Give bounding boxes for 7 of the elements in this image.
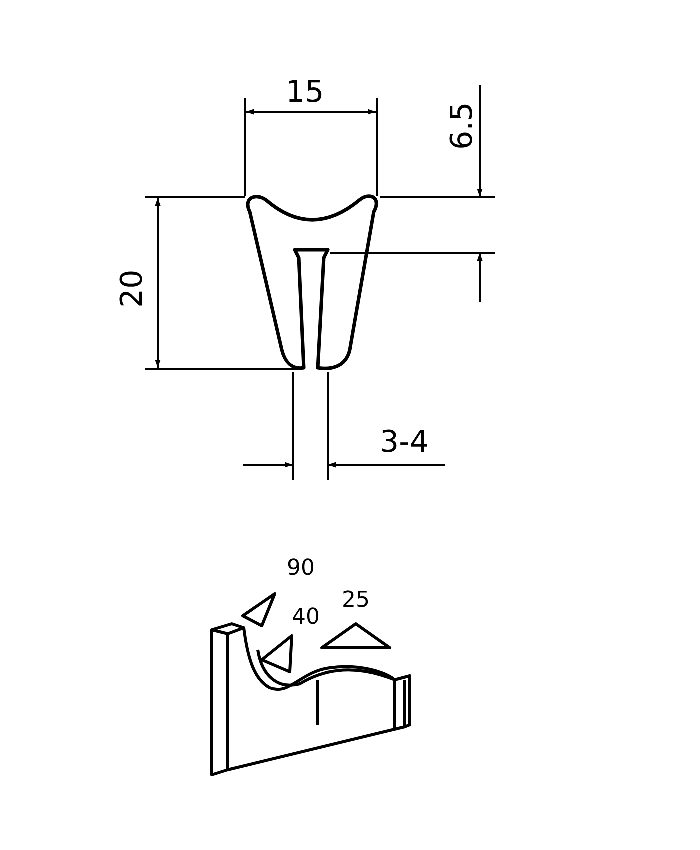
dimension-label: 20: [118, 270, 148, 308]
dimension-label: 15: [286, 78, 324, 108]
angle-label: 40: [292, 607, 320, 629]
angle-label: 25: [342, 590, 370, 612]
dimension-label: 3-4: [380, 428, 429, 458]
angle-label: 90: [287, 558, 315, 580]
dimension-label: 6.5: [448, 102, 478, 150]
